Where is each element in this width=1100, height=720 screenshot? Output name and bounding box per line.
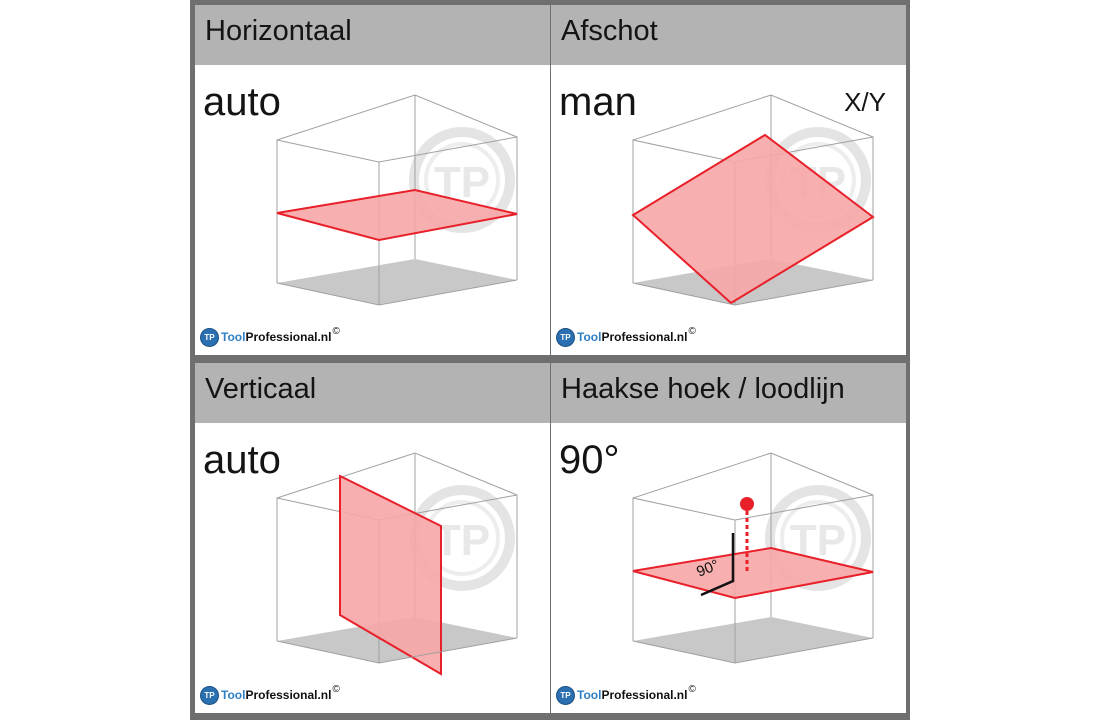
panel-horizontal: Horizontaal TP auto TP Tool Professi [195,5,550,355]
laser-plane-horizontal [632,546,874,600]
cube-diagram: TP [276,452,518,676]
brand-badge-icon: TP [201,328,218,346]
brand-badge-icon: TP [557,686,574,704]
brand-badge-icon: TP [557,328,574,346]
brand-logo: TP Tool Professional.nl © [201,325,340,347]
mode-label: 90° [559,438,620,482]
brand-logo: TP Tool Professional.nl © [201,683,340,705]
brand-rest: Professional.nl [245,688,332,702]
laser-plane-horizontal [276,188,518,242]
floor-plane [633,617,873,663]
panel-header [195,363,550,423]
panel-title: Haakse hoek / loodlijn [561,373,845,405]
cube-diagram: TP [631,94,875,306]
panel-header [551,363,906,423]
plumb-line [740,497,754,573]
brand-tool: Tool [221,330,246,344]
brand-rest: Professional.nl [245,330,332,344]
brand-logo: TP Tool Professional.nl © [557,683,696,705]
copyright-mark: © [688,325,696,337]
axis-label: X/Y [844,87,886,117]
floor-plane [277,259,517,305]
brand-badge-icon: TP [201,686,218,704]
brand-tool: Tool [221,688,246,702]
brand-tool: Tool [577,688,602,702]
copyright-mark: © [332,683,340,695]
brand-logo: TP Tool Professional.nl © [557,325,696,347]
panel-title: Horizontaal [205,15,352,47]
brand-tool: Tool [577,330,602,344]
watermark-logo: TP [409,485,515,591]
laser-plane-tilted [631,133,875,305]
brand-rest: Professional.nl [601,688,688,702]
panel-title: Afschot [561,15,658,47]
cube-diagram: TP [276,94,518,306]
watermark-text: TP [434,516,490,565]
panel-right-angle-plumb: Haakse hoek / loodlijn TP 90° [551,363,906,713]
panel-vertical: Verticaal TP auto TP Tool Profession [195,363,550,713]
diagram-grid: Horizontaal TP auto TP Tool Professi [190,0,910,720]
mode-label: man [559,80,637,124]
laser-plane-vertical [339,474,442,676]
mode-label: auto [203,80,281,124]
panel-header [195,5,550,65]
mode-label: auto [203,438,281,482]
panel-slope: Afschot TP man X/Y TP Tool Profe [551,5,906,355]
brand-rest: Professional.nl [601,330,688,344]
copyright-mark: © [332,325,340,337]
copyright-mark: © [688,683,696,695]
panel-header [551,5,906,65]
panel-title: Verticaal [205,373,317,405]
cube-diagram: TP 90° [632,452,874,664]
